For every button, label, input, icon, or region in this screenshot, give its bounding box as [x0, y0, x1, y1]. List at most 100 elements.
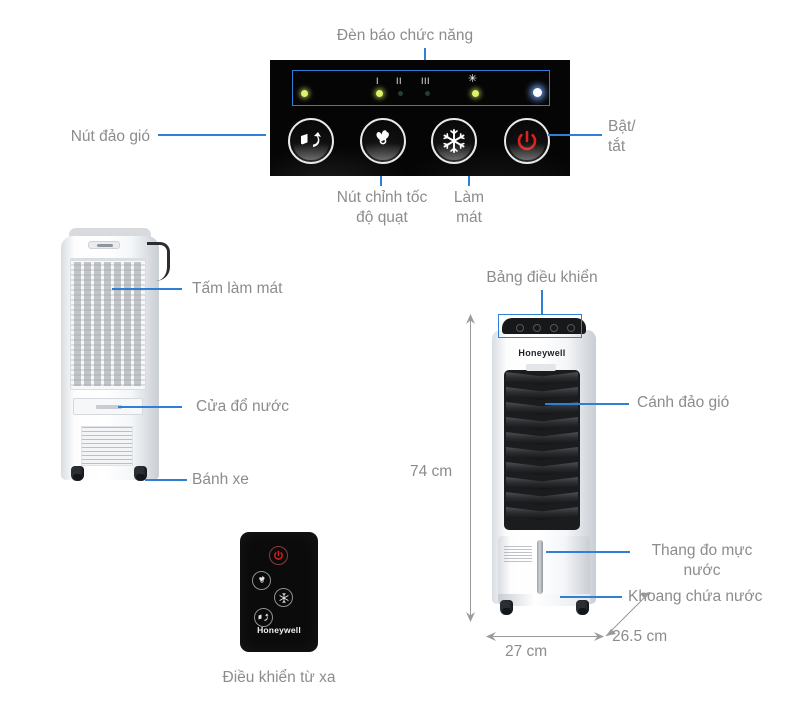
louver-blade — [506, 492, 578, 505]
swing-arrows-icon — [301, 132, 321, 147]
fan-speed-button-label: Nút chỉnh tốc độ quạt — [336, 189, 428, 226]
fan-icon — [376, 130, 389, 145]
cooler-back-view — [55, 228, 170, 490]
louver-blade — [506, 402, 578, 415]
louver-blade — [506, 507, 578, 520]
cool-button-gloss — [436, 143, 472, 160]
cool-led — [472, 90, 479, 97]
front-label-text — [504, 546, 532, 562]
louver-blade — [506, 387, 578, 400]
top-button-3-icon — [550, 324, 558, 332]
caster-wheel — [500, 600, 513, 615]
power-led — [533, 88, 542, 97]
snowflake-icon — [278, 592, 289, 603]
speed-1-led — [376, 90, 383, 97]
control-panel-label: Bảng điều khiển — [486, 269, 598, 286]
width-dimension-label: 27 cm — [505, 643, 548, 660]
fan-speed-button[interactable] — [360, 118, 406, 164]
top-button-1-icon — [516, 324, 524, 332]
fan-speed-button-leader — [380, 176, 382, 186]
water-level-gauge — [537, 540, 543, 594]
snowflake-icon — [443, 129, 465, 153]
louver-blade — [506, 372, 578, 385]
water-inlet-leader — [118, 406, 182, 408]
control-panel-highlight-box — [498, 314, 582, 338]
cool-button-label: Làm mát — [453, 189, 485, 226]
water-tank-leader — [560, 596, 622, 598]
depth-dimension-line — [605, 591, 651, 637]
power-button-label: Bật/ tắt — [608, 118, 636, 155]
indicator-lights-highlight-box — [292, 70, 550, 106]
cool-button[interactable] — [431, 118, 477, 164]
indicator-lights-title: Đèn báo chức năng — [336, 27, 474, 44]
control-panel: I II III ✳ — [270, 60, 570, 176]
speed-2-led — [398, 91, 403, 96]
brand-logo: Honeywell — [518, 348, 566, 358]
indicator-lights-leader — [424, 48, 426, 62]
cooler-front-view: Honeywell — [490, 314, 602, 620]
wheels-label: Bánh xe — [192, 471, 249, 488]
cooling-pad-leader — [112, 288, 182, 290]
power-button[interactable] — [504, 118, 550, 164]
height-arrow-top-icon — [466, 314, 475, 324]
remote-control: Honeywell — [240, 532, 318, 652]
cooling-pad-grille — [70, 258, 146, 390]
louver-blade — [506, 432, 578, 445]
fan-icon — [258, 575, 265, 583]
power-button-gloss — [509, 143, 545, 160]
remote-brand-logo: Honeywell — [257, 625, 301, 635]
width-dimension-line — [490, 636, 600, 637]
swing-button-leader — [158, 134, 266, 136]
depth-dimension-label: 26.5 cm — [612, 628, 668, 645]
swing-blades-leader — [545, 403, 629, 405]
swing-blades-label: Cánh đảo gió — [637, 394, 730, 411]
rating-label — [81, 426, 133, 466]
water-inlet-label: Cửa đổ nước — [196, 398, 289, 415]
swing-blades-assembly — [504, 370, 580, 530]
cool-button-leader — [468, 176, 470, 186]
louver-blade — [506, 462, 578, 475]
cooling-pad-label: Tấm làm mát — [192, 280, 283, 297]
remote-fan-button[interactable] — [252, 571, 271, 590]
speed-mark-1: I — [376, 76, 380, 86]
top-button-2-icon — [533, 324, 541, 332]
height-dimension-label: 74 cm — [410, 463, 453, 480]
top-control-panel — [502, 318, 586, 334]
wheels-leader — [145, 479, 187, 481]
louver-blade — [506, 447, 578, 460]
speed-mark-3: III — [421, 76, 431, 86]
water-level-gauge-leader — [546, 551, 630, 553]
louver-blade — [506, 477, 578, 490]
swing-button[interactable] — [288, 118, 334, 164]
top-button-4-icon — [567, 324, 575, 332]
caster-wheel — [576, 600, 589, 615]
swing-arrows-icon — [258, 613, 269, 621]
control-panel-leader — [541, 290, 543, 314]
swing-button-label: Nút đảo gió — [70, 128, 150, 145]
width-arrow-right-icon — [594, 632, 604, 641]
caster-wheel — [71, 466, 84, 481]
height-dimension-line — [470, 318, 471, 620]
power-cord — [147, 242, 170, 281]
back-handle — [88, 241, 120, 249]
remote-power-button[interactable] — [269, 546, 288, 565]
cool-mark-snowflake-icon: ✳ — [468, 73, 478, 85]
height-arrow-bottom-icon — [466, 612, 475, 622]
power-icon — [517, 130, 537, 151]
water-level-gauge-label: Thang đo mực nước — [651, 542, 753, 579]
width-arrow-left-icon — [486, 632, 496, 641]
louver-blade — [506, 417, 578, 430]
swing-led — [301, 90, 308, 97]
louver-tab — [526, 364, 556, 371]
caster-wheel — [134, 466, 147, 481]
swing-button-gloss — [293, 143, 329, 160]
fan-button-gloss — [365, 143, 401, 160]
power-icon — [274, 550, 283, 560]
speed-3-led — [425, 91, 430, 96]
remote-cool-button[interactable] — [274, 588, 293, 607]
remote-swing-button[interactable] — [254, 608, 273, 627]
speed-mark-2: II — [396, 76, 403, 86]
water-tank-label: Khoang chứa nước — [628, 588, 763, 605]
remote-label: Điều khiển từ xa — [222, 669, 336, 686]
